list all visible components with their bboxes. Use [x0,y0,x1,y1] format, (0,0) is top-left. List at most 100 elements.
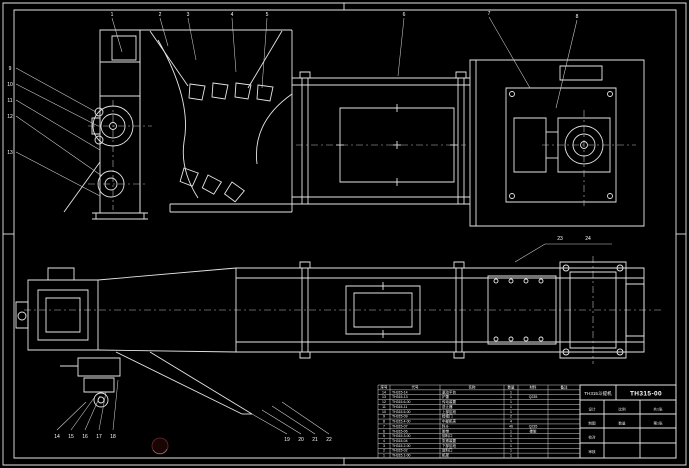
parts-table-text: 1 [510,390,512,394]
parts-table-text: 序号 [381,384,389,389]
parts-table-text: 9 [383,415,385,419]
parts-table-text: TH315-07 [392,424,408,428]
parts-table-text: 1 [510,454,512,458]
callout-label: 2 [159,12,162,18]
callout-label: 13 [7,150,13,156]
parts-table-text: TH315.2-00 [392,444,411,448]
parts-table-text: 10 [382,410,386,414]
parts-table-text: 1 [510,449,512,453]
parts-table-text: 上部区段 [442,409,456,414]
parts-table-text: 8 [383,420,385,424]
parts-table-text: 胶带 [442,428,450,433]
parts-table-text: 1 [510,400,512,404]
callout-label: 1 [111,12,114,18]
title-block-cell: 共1张 [653,407,663,412]
parts-table-text: 检视门 [442,414,453,419]
motor [514,118,546,172]
parts-table-text: 传动装置 [442,399,456,404]
parts-table-text: 14 [382,390,386,394]
leader-lines [16,17,612,434]
parts-table-text: 卸料口 [442,433,453,438]
callout-label: 12 [7,114,13,120]
parts-table-text: 1 [510,405,512,409]
parts-table: 序号代号名称数量材料备注14TH315-14驱动平台113TH315-13护罩1… [378,384,580,458]
parts-table-text: 2 [510,415,512,419]
parts-table-text: 张紧装置 [442,438,456,443]
callout-label: 20 [298,437,304,443]
callout-label: 14 [54,434,60,440]
title-block-cell: 比例 [618,407,626,412]
parts-table-text: TH315-06 [392,429,408,433]
parts-table-text: 机架 [442,453,450,458]
parts-table-text: 12 [382,400,386,404]
callout-label: 18 [110,434,116,440]
parts-table-text: TH315.4-00 [392,420,411,424]
parts-table-text: TH315.5-00 [392,410,411,414]
parts-table-text: 2 [383,449,385,453]
title-block-cell: 第1张 [653,421,663,426]
parts-table-text: TH315-04 [392,439,408,443]
parts-table-text: 材料 [530,384,538,389]
drawing-number: TH315-00 [630,391,662,398]
parts-table-text: Q235 [529,395,538,399]
drawing-title: TH315斗提机 [584,390,612,397]
parts-table-text: 代号 [412,384,420,389]
title-block-cell: 审核 [588,449,596,454]
callout-label: 3 [187,12,190,18]
callout-label: 21 [312,437,318,443]
parts-table-text: 下部区段 [442,443,456,448]
callout-label: 16 [82,434,88,440]
title-block-cell: 制图 [588,421,596,426]
conveyor-duct [292,72,470,204]
parts-table-text: Q235 [529,424,538,428]
parts-table-text: 4 [510,420,512,424]
parts-table-text: 进料口 [442,448,453,453]
parts-table-text: 备注 [561,384,569,389]
parts-table-text: 料斗 [442,423,450,428]
callout-label: 23 [557,236,563,242]
plan-centerline [24,256,664,364]
parts-table-text: 5 [383,434,385,438]
callout-label: 17 [96,434,102,440]
callout-label: 8 [576,14,579,20]
parts-table-text: TH315.6-00 [392,400,411,404]
callout-label: 4 [231,12,234,18]
parts-table-text: 46 [509,424,513,428]
parts-table-text: 中部机壳 [442,419,456,424]
parts-table-text: 驱动平台 [442,389,456,394]
plan-view [16,256,664,414]
drive-unit [470,60,644,226]
stamp-mark [152,438,168,454]
parts-table-text: 3 [383,444,385,448]
parts-table-text: 1 [510,444,512,448]
callout-label: 10 [7,82,13,88]
parts-table-text: 数量 [508,384,516,389]
parts-table-text: TH315.3-00 [392,434,411,438]
parts-table-text: 7 [383,424,385,428]
callout-label: 19 [284,437,290,443]
parts-table-text: 1 [510,429,512,433]
discharge-chute [116,352,252,414]
parts-table-text: TH315.1-00 [392,454,411,458]
callout-label: 5 [266,12,269,18]
parts-table-text: TH315-11 [392,405,407,409]
parts-table-text: 名称 [469,384,477,389]
parts-table-text: 1 [510,434,512,438]
callout-label: 9 [9,66,12,72]
callout-label: 11 [7,98,12,104]
parts-table-text: 1 [510,439,512,443]
parts-table-text: TH315-02 [392,449,408,453]
parts-table-text: 护罩 [442,394,450,399]
callout-label: 6 [403,12,406,18]
parts-table-text: 1 [383,454,385,458]
title-block-cell: 设计 [588,407,596,412]
callout-label: 7 [488,11,491,17]
title-block-cell: 数量 [618,421,626,426]
parts-table-text: 1 [510,395,512,399]
boot-motor-unit [60,358,120,407]
head-section [64,30,148,219]
parts-table-text: 橡胶 [530,428,538,433]
callout-label: 15 [68,434,74,440]
